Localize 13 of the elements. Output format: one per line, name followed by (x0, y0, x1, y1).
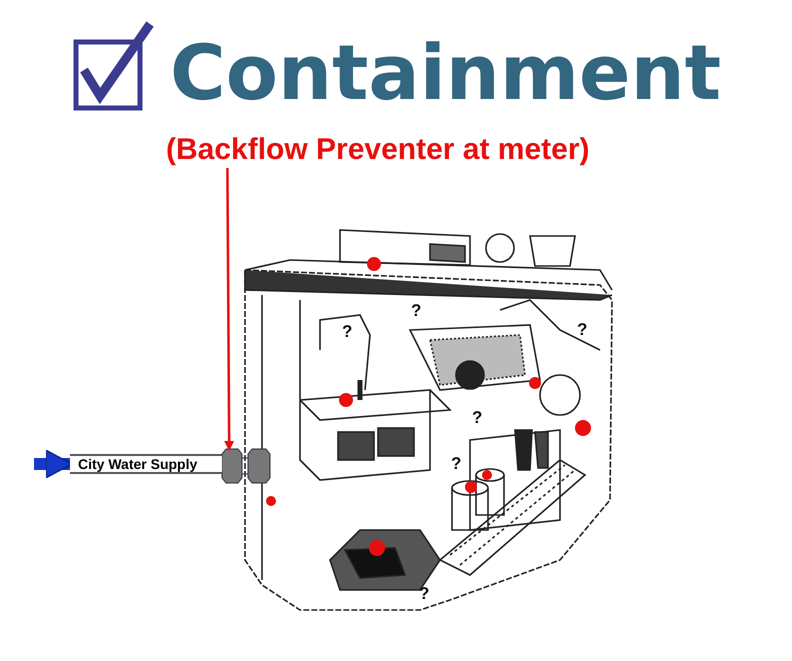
backflow-preventer-valve (222, 448, 270, 484)
arrow (34, 450, 72, 478)
pipe-label: City Water Supply (78, 456, 198, 473)
callout-text: (Backflow Preventer at meter) (166, 132, 590, 168)
water-pipe (70, 454, 222, 474)
title: Containment (170, 28, 722, 118)
question-mark: ? (577, 321, 588, 339)
question-mark: ? (451, 455, 462, 473)
question-mark: ? (411, 302, 422, 320)
question-mark: ? (419, 585, 430, 603)
question-mark: ? (342, 323, 352, 341)
leader-arrow (224, 168, 234, 451)
question-mark: ? (472, 409, 482, 427)
